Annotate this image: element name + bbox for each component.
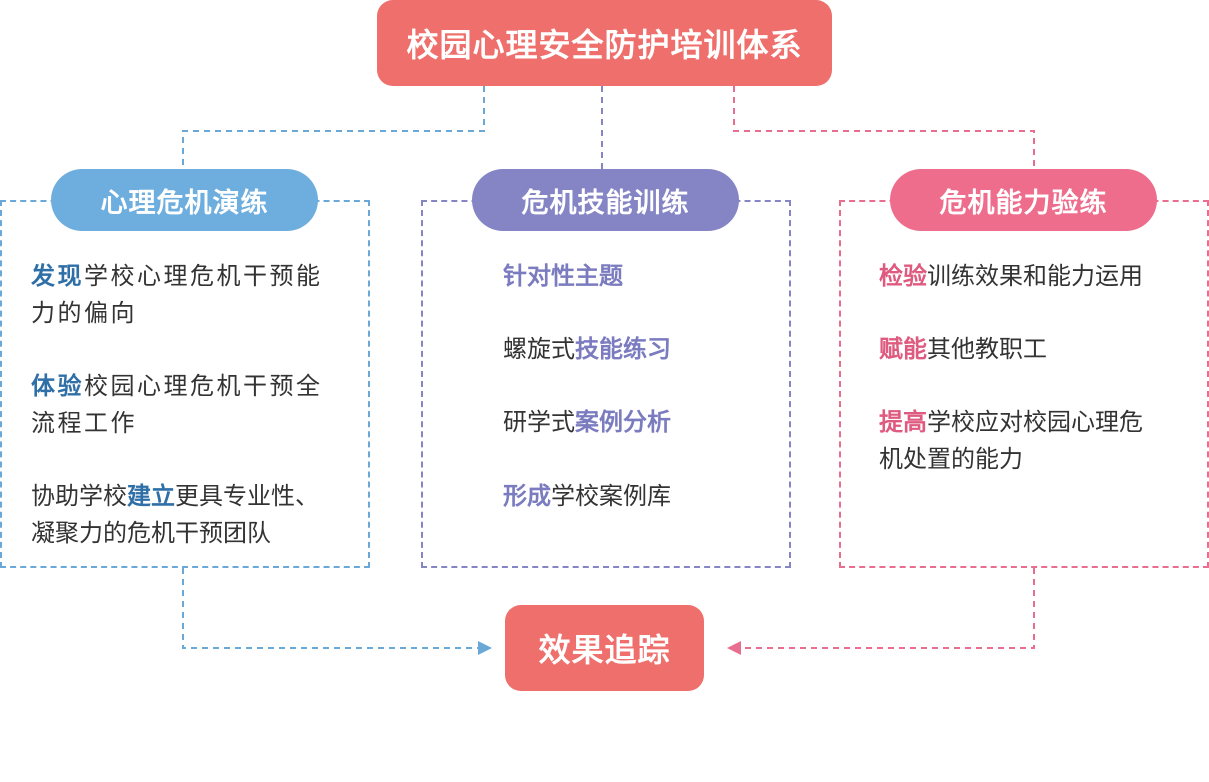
- panel-crisis-ability-test: [839, 200, 1209, 568]
- left-item-3: 协助学校建立更具专业性、凝聚力的危机干预团队: [31, 482, 319, 547]
- left-item-1: 发现学校心理危机干预能力的偏向: [31, 262, 323, 327]
- arrow-head-right-icon: [727, 641, 741, 655]
- heading-crisis-skill-training: 危机技能训练: [472, 169, 739, 231]
- middle-item-1: 针对性主题: [503, 262, 623, 290]
- middle-item-4: 形成学校案例库: [503, 482, 671, 510]
- arrow-head-left-icon: [478, 641, 492, 655]
- right-item-3: 提高学校应对校园心理危机处置的能力: [879, 408, 1143, 473]
- diagram-title: 校园心理安全防护培训体系: [377, 0, 832, 86]
- middle-item-3: 研学式案例分析: [503, 408, 671, 436]
- result-tracking-box: 效果追踪: [505, 605, 704, 691]
- right-item-1: 检验训练效果和能力运用: [879, 262, 1143, 290]
- panel-psych-crisis-drill: [0, 200, 370, 568]
- right-item-2: 赋能其他教职工: [879, 335, 1047, 363]
- connector-title-to-right: [733, 86, 1035, 169]
- left-item-2: 体验校园心理危机干预全流程工作: [31, 372, 323, 437]
- connector-title-to-left: [182, 86, 485, 169]
- connector-right-to-result: [740, 568, 1035, 649]
- heading-crisis-ability-test: 危机能力验练: [890, 169, 1157, 231]
- heading-psych-crisis-drill: 心理危机演练: [51, 169, 318, 231]
- middle-item-2: 螺旋式技能练习: [503, 335, 671, 363]
- connector-left-to-result: [182, 568, 480, 649]
